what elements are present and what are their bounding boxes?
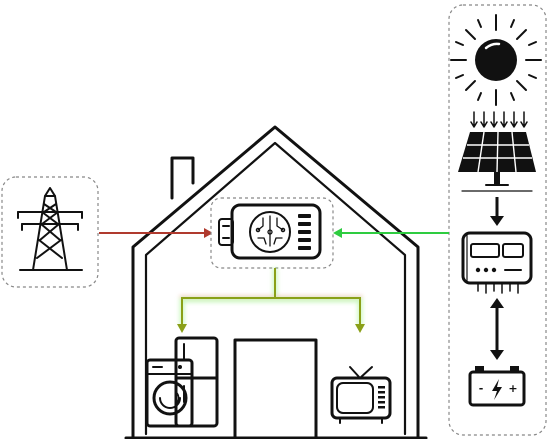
battery-plus-label: + [508,382,517,395]
solar-to-meter-arrow [333,228,449,238]
battery-icon: - + [468,366,526,407]
tv-icon [330,366,392,424]
panel-to-inverter-arrow [490,197,504,226]
grid-to-meter-arrow [99,228,213,238]
sunlight-arrows [470,111,528,128]
inverter-battery-arrow [490,298,504,360]
inverter-icon [461,231,533,294]
grid-source-box [1,176,99,288]
smart-meter-icon [218,203,322,260]
house-outline [124,125,428,439]
transmission-tower-icon [17,187,83,271]
solar-panel-icon [458,131,536,192]
meter-to-appliances-arrows [177,268,365,333]
smart-meter-box [210,197,334,269]
washing-machine-icon [145,358,194,428]
sun-icon [450,14,542,106]
battery-minus-label: - [479,382,484,395]
solar-system-box: - + [448,4,547,436]
refrigerator-icon [174,336,219,428]
